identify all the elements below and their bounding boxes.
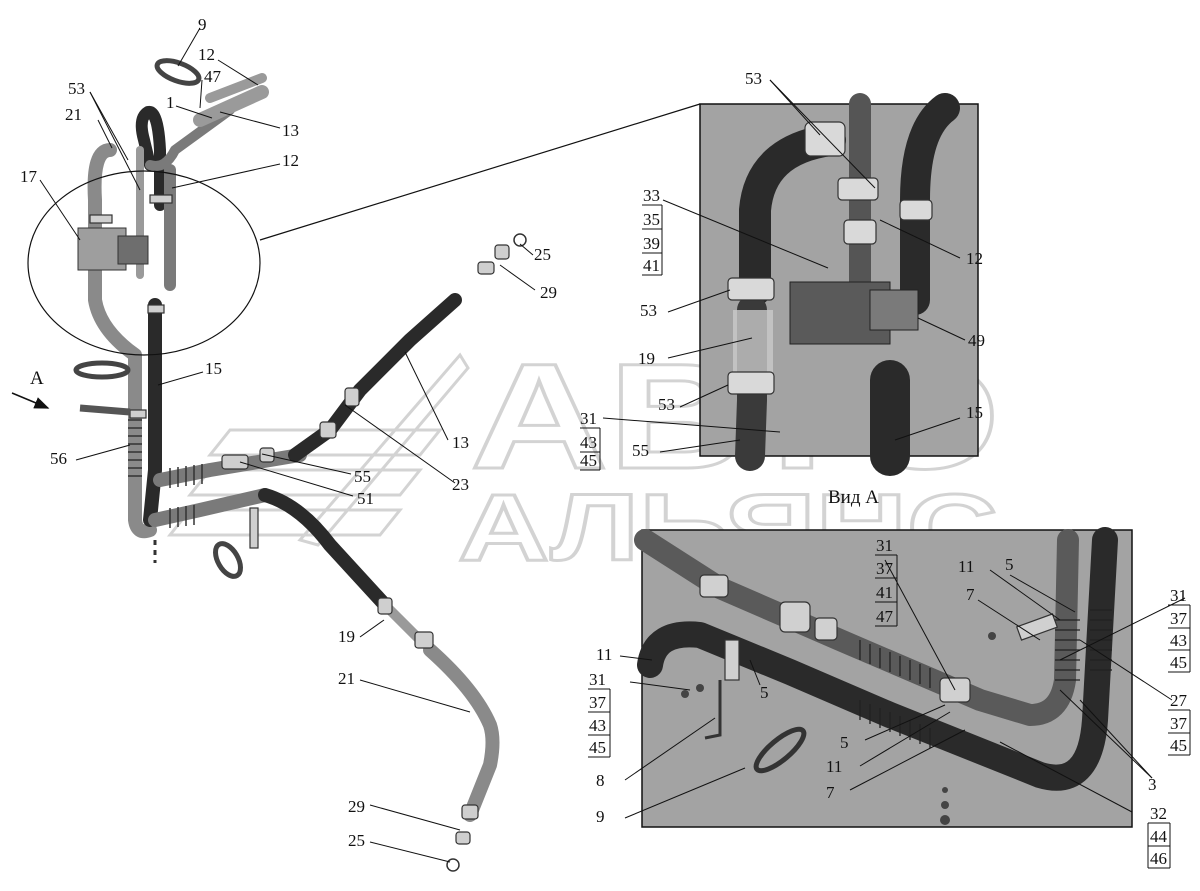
callout: 45 [580,451,597,470]
callout: 39 [643,234,660,253]
callout: 31 [580,409,597,428]
callout: 11 [958,557,974,576]
callout: 53 [745,69,762,88]
callout: 11 [826,757,842,776]
detail-connector [259,103,701,241]
hose-13-right [288,293,462,462]
main-assembly: А [11,58,527,872]
callout: 37 [1170,714,1188,733]
callout: 3 [1148,775,1157,794]
callout: 41 [876,583,893,602]
callout: 11 [596,645,612,664]
callout: 9 [198,15,207,34]
callout: 44 [1150,827,1168,846]
callout: 15 [966,403,983,422]
valve-17 [77,227,149,271]
callout: 21 [338,669,355,688]
callout: 41 [643,256,660,275]
callout: 55 [354,467,371,486]
callout: 31 [876,536,893,555]
callout: 53 [640,301,657,320]
callout: 21 [65,105,82,124]
callout: 7 [966,585,975,604]
callout: 37 [876,559,894,578]
callout: 5 [1005,555,1014,574]
inset2-pipe-lower [637,527,1118,791]
callout: 55 [632,441,649,460]
view-arrow-label: А [30,368,44,389]
callout-labels: 9 12 47 53 1 21 13 12 17 25 29 15 56 13 … [20,15,1188,868]
hose-15 [143,298,162,527]
callout: 5 [840,733,849,752]
callout: 25 [348,831,365,850]
callout: 47 [204,67,222,86]
callout: 15 [205,359,222,378]
callout: 17 [20,167,38,186]
callout: 53 [68,79,85,98]
callout: 13 [452,433,469,452]
inset-view-a [634,527,1133,828]
callout: 12 [282,151,299,170]
callout: 32 [1150,804,1167,823]
callout: 25 [534,245,551,264]
callout: 46 [1150,849,1167,868]
callout: 1 [166,93,175,112]
callout: 35 [643,210,660,229]
callout: 37 [1170,609,1188,628]
callout: 5 [760,683,769,702]
callout: 37 [589,693,607,712]
pipe-12-top [193,85,269,127]
callout: 19 [638,349,655,368]
callout: 45 [1170,653,1187,672]
detail-ellipse [27,170,261,356]
inset-detail [699,93,979,476]
callout: 12 [966,249,983,268]
callout: 53 [658,395,675,414]
callout: 31 [589,670,606,689]
callout: 19 [338,627,355,646]
callout: 12 [198,45,215,64]
callout: 56 [50,449,67,468]
callout: 45 [589,738,606,757]
callout: 51 [357,489,374,508]
callout: 8 [596,771,605,790]
hose-19 [258,488,392,612]
inset-caption: Вид А [828,487,879,508]
hose-13-upper [135,106,166,211]
callout: 29 [348,797,365,816]
watermark-logo [166,352,470,547]
callout: 43 [1170,631,1187,650]
callout: 9 [596,807,605,826]
pipe-21-left [87,143,157,539]
callout: 45 [1170,736,1187,755]
callout: 29 [540,283,557,302]
callout: 47 [876,607,894,626]
inset-valve-49 [789,281,919,345]
callout: 7 [826,783,835,802]
callout-groups [580,204,1191,869]
callout: 43 [580,433,597,452]
callout: 13 [282,121,299,140]
callout: 23 [452,475,469,494]
callout: 27 [1170,691,1188,710]
callout: 31 [1170,586,1187,605]
pipe-lower-2 [148,488,272,527]
pipe-21-lower [423,643,500,822]
callout: 43 [589,716,606,735]
callout: 49 [968,331,985,350]
callout: 33 [643,186,660,205]
